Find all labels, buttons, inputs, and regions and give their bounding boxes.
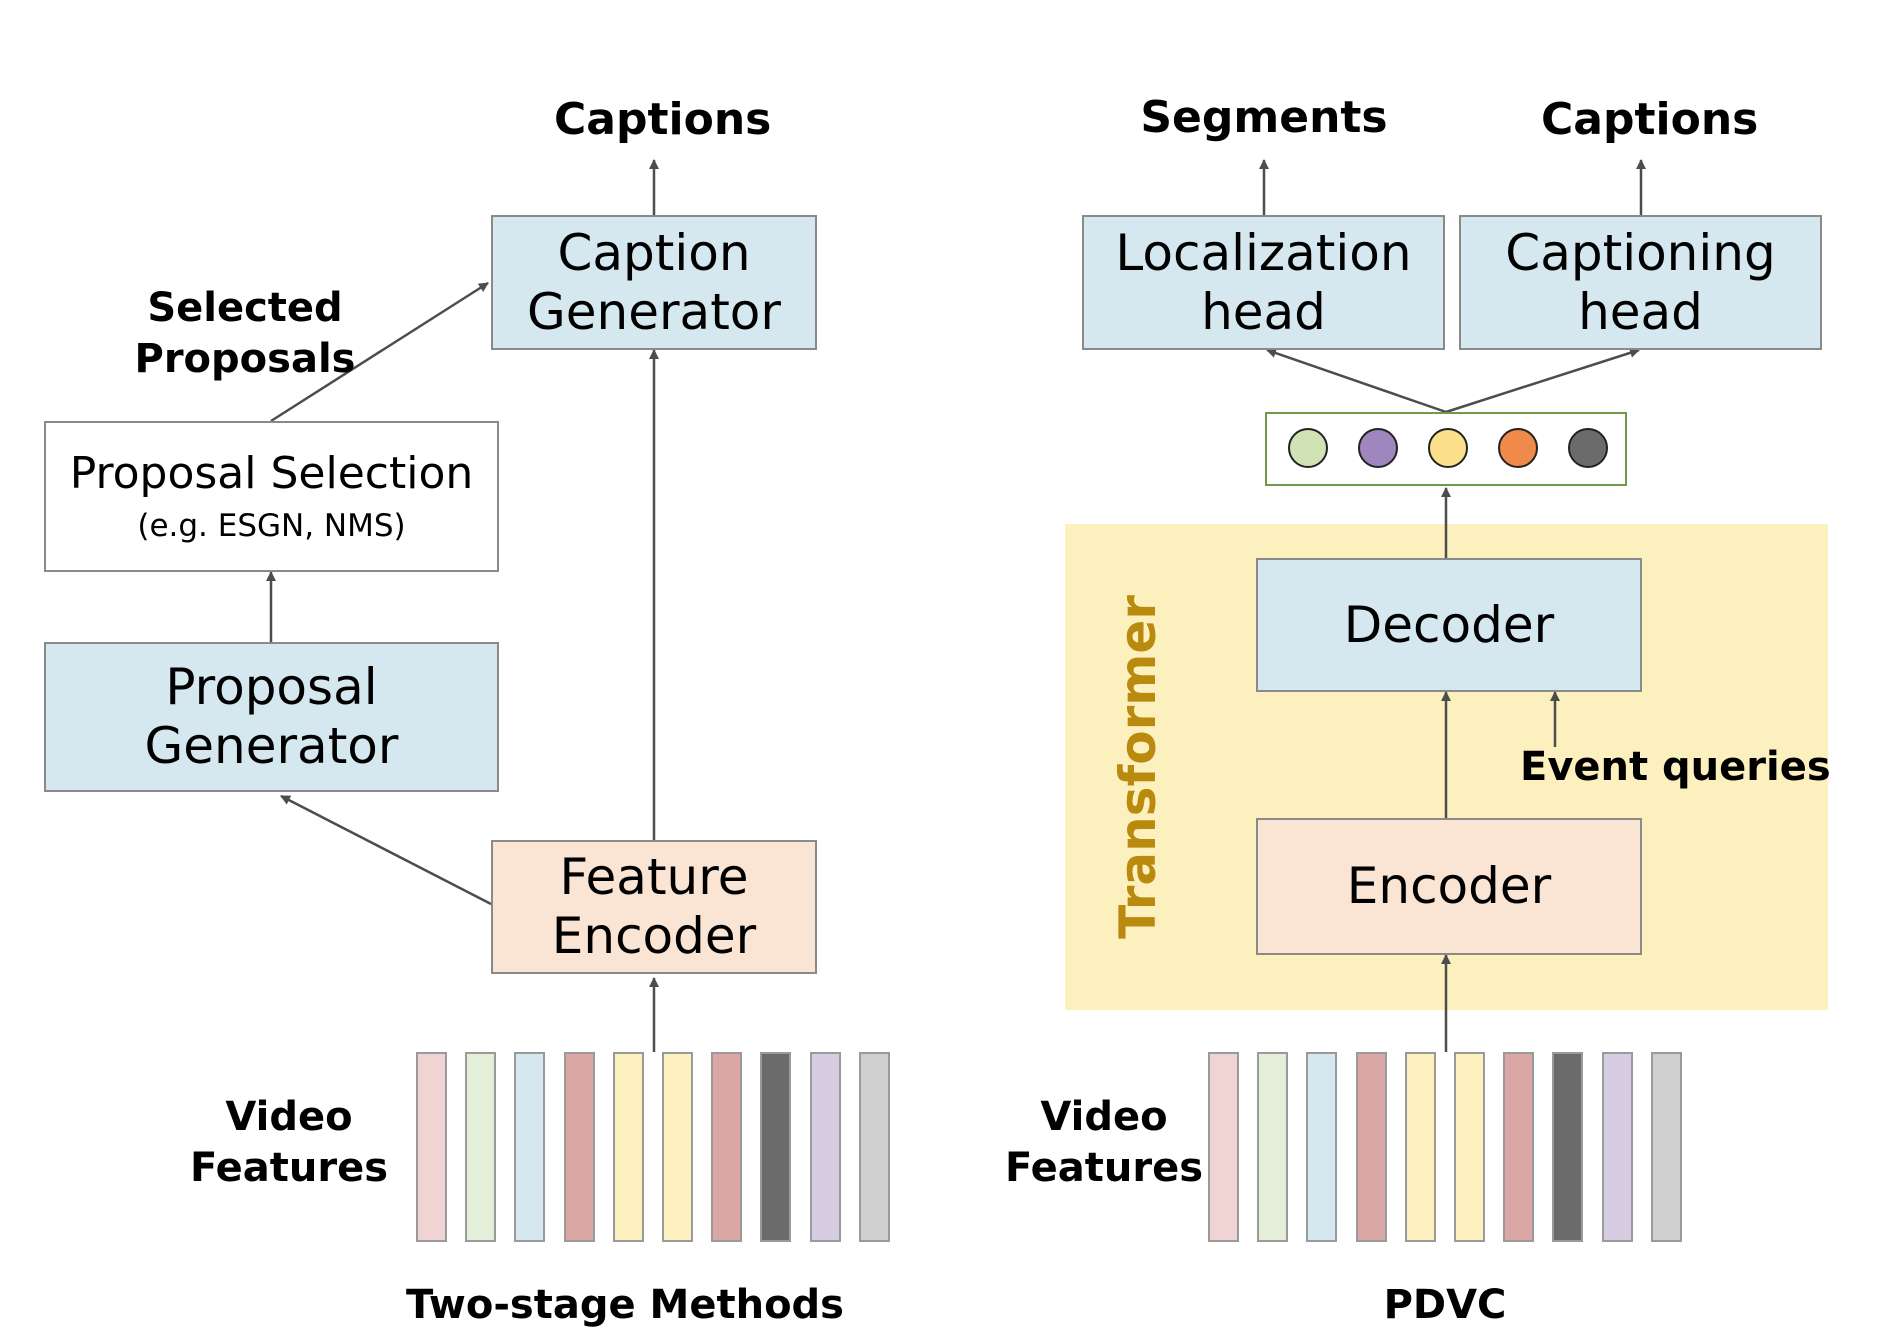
right-video-features-label: Video Features (993, 1092, 1215, 1194)
feature-bar (1355, 1052, 1387, 1242)
feature-bar (1503, 1052, 1535, 1242)
query-dot (1498, 428, 1538, 468)
query-dot (1568, 428, 1608, 468)
localization-head-box: Localization head (1082, 215, 1445, 350)
feature-bar (514, 1052, 546, 1242)
captioning-head-line1: Captioning (1505, 223, 1776, 282)
right-video-features-line1: Video (1040, 1094, 1168, 1140)
proposal-selection-subtitle: (e.g. ESGN, NMS) (137, 508, 406, 545)
query-outputs-box (1265, 412, 1627, 486)
localization-head-line1: Localization (1115, 223, 1412, 282)
feature-bar (612, 1052, 644, 1242)
query-dot (1358, 428, 1398, 468)
segments-label: Segments (1140, 92, 1388, 143)
feature-bar (711, 1052, 743, 1242)
feature-bar (1650, 1052, 1682, 1242)
encoder-label: Encoder (1346, 857, 1552, 915)
left-video-features-line2: Features (189, 1145, 389, 1192)
arrow-selection-to-caption-gen (270, 281, 489, 423)
feature-encoder-line2: Encoder (551, 907, 757, 965)
left-video-features-line1: Video (225, 1094, 353, 1140)
proposal-generator-line1: Proposal (165, 658, 378, 716)
arrow-queries-to-localization (1266, 348, 1447, 414)
feature-bar (1208, 1052, 1239, 1242)
query-dot (1428, 428, 1468, 468)
right-video-features-line2: Features (1004, 1145, 1204, 1192)
selected-proposals-label: Selected Proposals (130, 283, 360, 385)
event-queries-label: Event queries (1520, 744, 1831, 790)
feature-encoder-box: Feature Encoder (491, 840, 817, 974)
decoder-box: Decoder (1256, 558, 1642, 692)
localization-head-line2: head (1201, 282, 1326, 341)
feature-bar (1306, 1052, 1338, 1242)
feature-bar (858, 1052, 890, 1242)
right-method-caption: PDVC (1383, 1282, 1507, 1328)
arrow-encoder-to-proposal-gen (280, 794, 492, 906)
proposal-generator-line2: Generator (144, 717, 399, 775)
encoder-box: Encoder (1256, 818, 1642, 955)
caption-generator-line1: Caption (557, 223, 751, 282)
proposal-selection-title: Proposal Selection (69, 448, 474, 500)
captioning-head-box: Captioning head (1459, 215, 1822, 350)
selected-proposals-line1: Selected (147, 285, 343, 331)
feature-bar (1257, 1052, 1289, 1242)
right-captions-label: Captions (1541, 94, 1759, 145)
selected-proposals-line2: Proposals (134, 336, 356, 383)
feature-bar (1552, 1052, 1584, 1242)
proposal-generator-box: Proposal Generator (44, 642, 499, 792)
caption-generator-line2: Generator (527, 282, 781, 341)
feature-bar (1404, 1052, 1436, 1242)
caption-generator-box: Caption Generator (491, 215, 817, 350)
feature-bar (1601, 1052, 1633, 1242)
feature-bar (465, 1052, 497, 1242)
feature-bar (809, 1052, 841, 1242)
arrow-queries-to-captioning (1445, 347, 1640, 414)
captioning-head-line2: head (1578, 282, 1703, 341)
feature-bar (760, 1052, 792, 1242)
decoder-label: Decoder (1343, 595, 1555, 654)
query-dot (1288, 428, 1328, 468)
left-captions-label: Captions (554, 94, 772, 145)
feature-encoder-line1: Feature (559, 848, 749, 906)
feature-bar (563, 1052, 595, 1242)
left-method-caption: Two-stage Methods (406, 1282, 844, 1328)
left-video-features-label: Video Features (178, 1092, 400, 1194)
proposal-selection-box: Proposal Selection (e.g. ESGN, NMS) (44, 421, 499, 572)
feature-bar (416, 1052, 447, 1242)
feature-bar (1454, 1052, 1485, 1242)
feature-bar (662, 1052, 693, 1242)
